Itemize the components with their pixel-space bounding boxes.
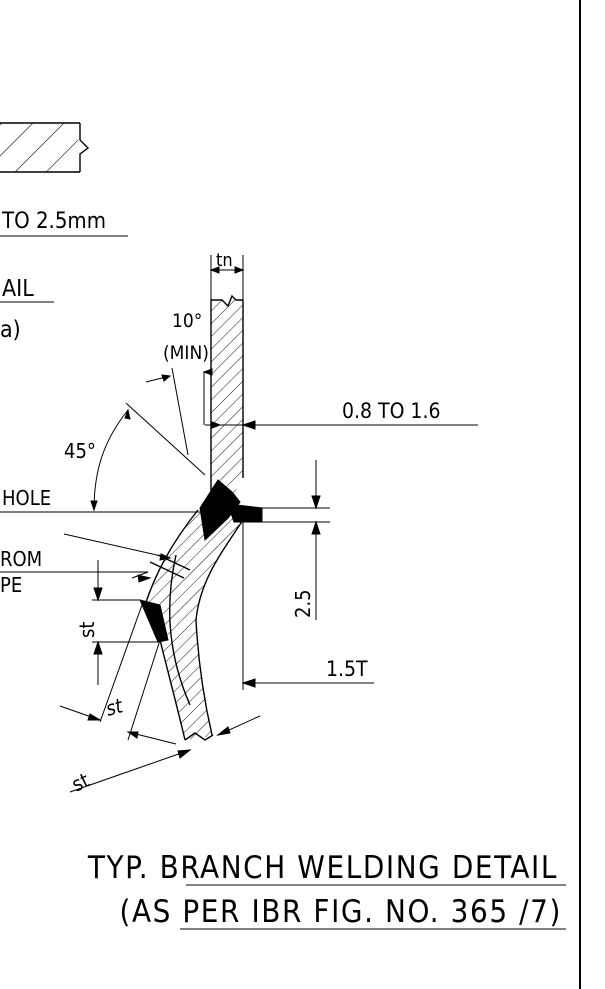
tn-label: tn xyxy=(216,250,233,271)
st-slanted-label: st xyxy=(103,693,126,721)
dim-15t-label: 1.5T xyxy=(326,657,368,681)
title-block: TYP. BRANCH WELDING DETAIL (AS PER IBR F… xyxy=(87,850,566,930)
pe-label: PE xyxy=(0,573,22,597)
dim-15t-group: 1.5T xyxy=(241,522,374,690)
run-pipe xyxy=(144,500,244,741)
dim-08-16-group: 0.8 TO 1.6 xyxy=(205,399,478,430)
dim-25-group: 2.5 xyxy=(262,460,330,620)
detail-a-sub: a) xyxy=(0,317,21,343)
gap-text: TO 2.5mm xyxy=(1,209,106,234)
st-lower-label: st xyxy=(68,768,93,797)
angle-min-label: (MIN) xyxy=(163,342,209,364)
title-line-1: TYP. BRANCH WELDING DETAIL xyxy=(87,850,558,886)
angle-10-group: 10° (MIN) xyxy=(145,310,213,456)
from-pipe-group: ROM PE xyxy=(0,533,172,597)
branch-pipe: tn xyxy=(209,250,245,535)
detail-a-partial: TO 2.5mm AIL a) xyxy=(0,122,128,343)
detail-a-title: AIL xyxy=(2,276,34,302)
angle-45-group: 45° xyxy=(64,402,206,512)
from-label: ROM xyxy=(0,547,42,571)
angle-10-label: 10° xyxy=(172,310,202,332)
st-lower-group: st xyxy=(68,715,261,797)
st-slanted-group: st xyxy=(59,604,177,745)
hole-group: HOLE xyxy=(0,486,200,513)
st-vertical-label: st xyxy=(75,622,99,638)
dim-08-16-label: 0.8 TO 1.6 xyxy=(342,399,440,423)
hole-label: HOLE xyxy=(2,486,51,510)
title-line-2: (AS PER IBR FIG. NO. 365 /7) xyxy=(119,894,562,930)
st-vertical-group: st xyxy=(75,560,158,685)
dim-25-label: 2.5 xyxy=(291,589,315,618)
angle-45-label: 45° xyxy=(64,439,96,463)
